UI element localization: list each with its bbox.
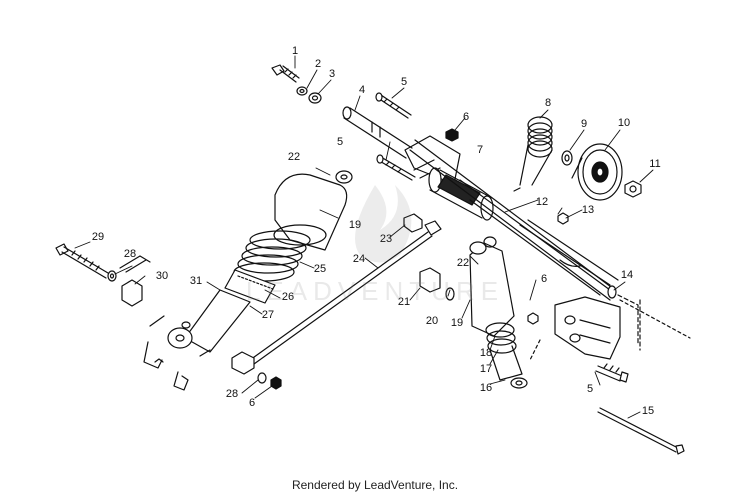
callout-label-24: 24 [353, 253, 365, 265]
washer-part [445, 287, 455, 301]
tie-rod-part [249, 220, 442, 365]
washer-part [308, 92, 322, 104]
right-shock-part [469, 236, 528, 389]
callout-label-6: 6 [463, 111, 469, 123]
callout-label-20: 20 [426, 315, 438, 327]
footer-credit: Rendered by LeadVenture, Inc. [291, 478, 459, 492]
bolt-part [271, 64, 300, 83]
washer-part [257, 372, 267, 384]
callout-label-13: 13 [582, 204, 594, 216]
callout-label-22: 22 [288, 151, 300, 163]
callout-label-18: 18 [480, 347, 492, 359]
callout-label-16: 16 [480, 382, 492, 394]
callout-label-29: 29 [92, 231, 104, 243]
bolt-part [377, 94, 412, 119]
bushing-part [419, 267, 441, 293]
bushing-part [121, 279, 143, 307]
callout-label-27: 27 [262, 309, 274, 321]
nut-part [557, 212, 569, 225]
nut-part [445, 128, 459, 142]
callout-label-5: 5 [587, 383, 593, 395]
callout-label-5: 5 [337, 136, 343, 148]
callout-label-4: 4 [359, 84, 365, 96]
pivot-tube-part [428, 167, 494, 221]
callout-label-9: 9 [581, 118, 587, 130]
bushing-part [403, 213, 423, 233]
callout-label-21: 21 [398, 296, 410, 308]
callout-label-19: 19 [349, 219, 361, 231]
shaft-part [342, 106, 413, 159]
callout-label-5: 5 [401, 76, 407, 88]
callout-label-7: 7 [477, 144, 483, 156]
callout-label-23: 23 [380, 233, 392, 245]
callout-label-17: 17 [480, 363, 492, 375]
callout-label-31: 31 [190, 275, 202, 287]
bushing-part [231, 351, 255, 375]
long-bolt-part [597, 407, 685, 455]
callout-label-15: 15 [642, 405, 654, 417]
callout-label-25: 25 [314, 263, 326, 275]
callout-label-22: 22 [457, 257, 469, 269]
callout-label-6: 6 [249, 397, 255, 409]
callout-label-8: 8 [545, 97, 551, 109]
washer-part [561, 150, 573, 166]
callout-label-6: 6 [541, 273, 547, 285]
long-bolt-part [55, 243, 109, 279]
callout-label-14: 14 [621, 269, 633, 281]
callout-label-11: 11 [649, 158, 660, 170]
callout-label-26: 26 [282, 291, 294, 303]
swing-arm-part [409, 139, 619, 301]
washer-part [296, 86, 308, 96]
torsion-spring-part [513, 116, 553, 192]
left-shock-part [167, 170, 353, 353]
callout-label-1: 1 [292, 45, 298, 57]
callout-label-2: 2 [315, 58, 321, 70]
washer-part [107, 270, 117, 282]
callout-label-28: 28 [226, 388, 238, 400]
end-bracket-part [554, 294, 641, 360]
callout-label-3: 3 [329, 68, 335, 80]
callout-label-28: 28 [124, 248, 136, 260]
bracket-part [404, 135, 461, 185]
nut-part [624, 180, 642, 198]
callout-label-19: 19 [451, 317, 463, 329]
callout-label-30: 30 [156, 270, 168, 282]
wheel-part [571, 143, 623, 201]
nut-part [527, 312, 539, 325]
nut-part [270, 376, 282, 390]
bolt-part [595, 363, 623, 382]
callout-label-10: 10 [618, 117, 630, 129]
callout-label-12: 12 [536, 196, 548, 208]
